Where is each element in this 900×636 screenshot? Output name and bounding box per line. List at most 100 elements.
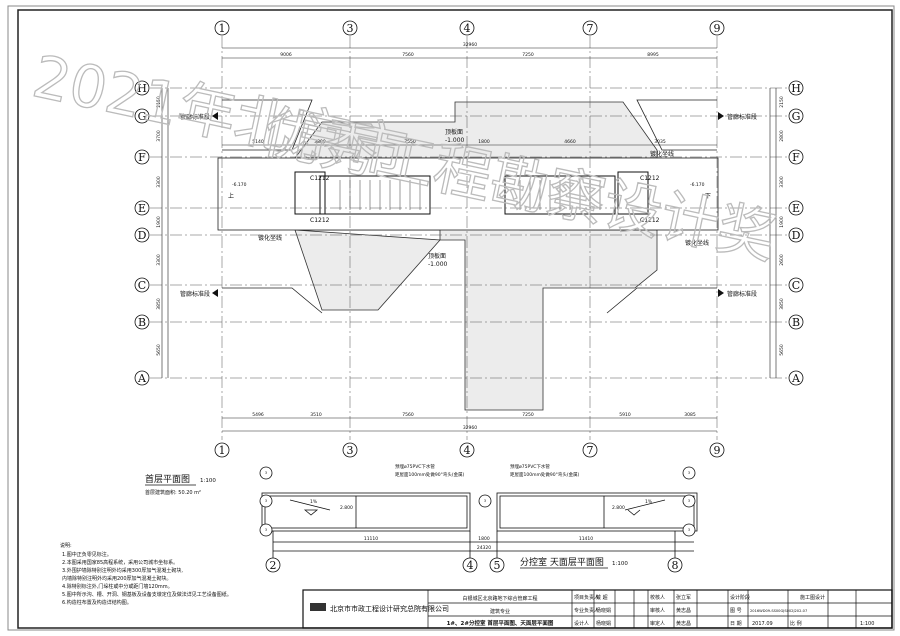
dim-bottom: 7560 [402, 412, 414, 418]
axis-label: A [791, 372, 801, 385]
dim-bottom: 5910 [619, 412, 631, 418]
axis-label: C [138, 279, 146, 292]
stair-down: 下 [705, 193, 711, 200]
dim-roof: 11110 [364, 536, 378, 542]
dim-right: 2800 [779, 130, 785, 142]
axis-label: H [137, 82, 147, 95]
axis-label: 2 [270, 559, 277, 572]
tb-cell: 比 例 [790, 620, 802, 627]
pipe-note: 距屋面100mm处做90°弯头(金属) [395, 471, 465, 478]
dim-roof-total: 24320 [477, 545, 491, 551]
axis-label: F [138, 151, 146, 164]
tb-cell: 审定人 [650, 620, 665, 627]
axis-label: 4 [467, 559, 474, 572]
shaft-right [617, 171, 649, 215]
dim-roof: 1800 [478, 536, 490, 542]
dim-left: 3300 [156, 254, 162, 266]
elev-left: -6.170 [232, 182, 247, 188]
plan1-area: 首层建筑面积: 50.20 m² [145, 489, 201, 496]
door-tag: C1212 [640, 217, 660, 224]
door-tag: C1212 [310, 217, 330, 224]
elev-right: -6.170 [690, 182, 705, 188]
plan2-title: 分控室 天面层平面图 [520, 556, 604, 568]
axis-label: 5 [494, 559, 501, 572]
axis-label: 8 [672, 559, 679, 572]
outer-border [7, 5, 895, 631]
elev-mark: 2.800 [612, 505, 625, 511]
plan1-title: 首层平面图 [145, 473, 190, 485]
corridor-std-label: 管廊标准段 [180, 113, 210, 121]
slope-mark: 1% [645, 499, 653, 505]
corridor-outline [222, 99, 717, 314]
axis-label: G [138, 110, 147, 123]
detail-bubbles [259, 466, 696, 573]
dim-inner: 7550 [404, 139, 416, 145]
door-tag: C1212 [640, 175, 660, 182]
tb-cell: 戴 超 [596, 594, 608, 601]
note-item: 内墙除特别注明外均采用200厚加气混凝土砌块。 [62, 575, 172, 582]
tb-cell: 审核人 [650, 607, 665, 614]
axis-bubbles [134, 20, 804, 458]
axis-label: D [792, 229, 801, 242]
axis-label: D [138, 229, 147, 242]
detail-ref: 3 [265, 471, 267, 475]
corridor-std-label: 管廊标准段 [727, 113, 757, 121]
dim-right: 2600 [779, 254, 785, 266]
axis-label: 4 [464, 22, 471, 35]
note-item: 1.图中正负零见标注。 [62, 551, 112, 558]
wall-note: 镀化坐线 [650, 150, 674, 158]
tb-cell: 2017.09 [752, 621, 773, 627]
roof-plan [261, 492, 698, 566]
roof-elev: -1.000 [445, 137, 465, 144]
detail-ref: 3 [688, 499, 690, 503]
tb-cell: 杨晓娟 [596, 607, 611, 614]
plan1-scale: 1:100 [200, 478, 216, 484]
note-item: 3.外围护墙除特别注明外均采用300厚加气混凝土砌块, [62, 567, 183, 574]
axis-label: G [792, 110, 801, 123]
dim-roof: 11410 [579, 536, 593, 542]
note-item: 4.除特别标注外,门垛柱或中分或距门墙120mm。 [62, 583, 173, 590]
tb-cell: 黄志昌 [676, 620, 691, 627]
wall-note: 镀化坐线 [685, 239, 709, 247]
dim-inner: 1800 [478, 139, 490, 145]
axis-label: C [792, 279, 800, 292]
dim-inner: 3035 [654, 139, 666, 145]
dim-top: 9006 [280, 52, 292, 58]
dim-top: 8995 [647, 52, 659, 58]
tb-cell: 2016WD09-SS00GJS002J202-07 [750, 609, 807, 613]
axis-label: 7 [587, 22, 594, 35]
axis-label: 1 [219, 22, 226, 35]
dim-inner: 4660 [564, 139, 576, 145]
dim-top: 7560 [402, 52, 414, 58]
axis-label: 4 [464, 444, 471, 457]
dim-right: 1900 [779, 216, 785, 228]
axis-label: 3 [347, 444, 354, 457]
pipe-note: 预埋ø75PVC下水管 [395, 463, 435, 470]
dim-top-total: 32960 [463, 42, 477, 48]
discipline: 建筑专业 [490, 608, 510, 615]
dim-bottom: 3510 [310, 412, 322, 418]
dim-left: 5650 [156, 344, 162, 356]
axis-label: 9 [714, 22, 721, 35]
tb-cell: 1:100 [860, 621, 874, 627]
dim-left: 2150 [156, 96, 162, 108]
dim-bottom: 3085 [684, 412, 696, 418]
axis-label: 1 [219, 444, 226, 457]
tb-cell: 设计人 [574, 620, 589, 627]
tb-cell: 施工图设计 [800, 594, 825, 601]
axis-label: E [138, 202, 146, 215]
dimension-lines [161, 47, 777, 432]
slope-mark: 1% [310, 499, 318, 505]
arrow-icons [212, 112, 724, 297]
corridor-std-label: 管廊标准段 [727, 290, 757, 298]
axis-label: 7 [587, 444, 594, 457]
detail-ref: 3 [265, 499, 267, 503]
dim-left: 3300 [156, 176, 162, 188]
axis-label: F [792, 151, 800, 164]
tb-cell: 项目负责人 [574, 594, 599, 601]
dim-right: 3850 [779, 298, 785, 310]
detail-ref: 3 [688, 528, 690, 532]
dim-top: 7250 [522, 52, 534, 58]
axis-label: A [137, 372, 147, 385]
note-item: 2.本图采用国家85高程系统，采用公司城市坐标系。 [62, 559, 178, 566]
